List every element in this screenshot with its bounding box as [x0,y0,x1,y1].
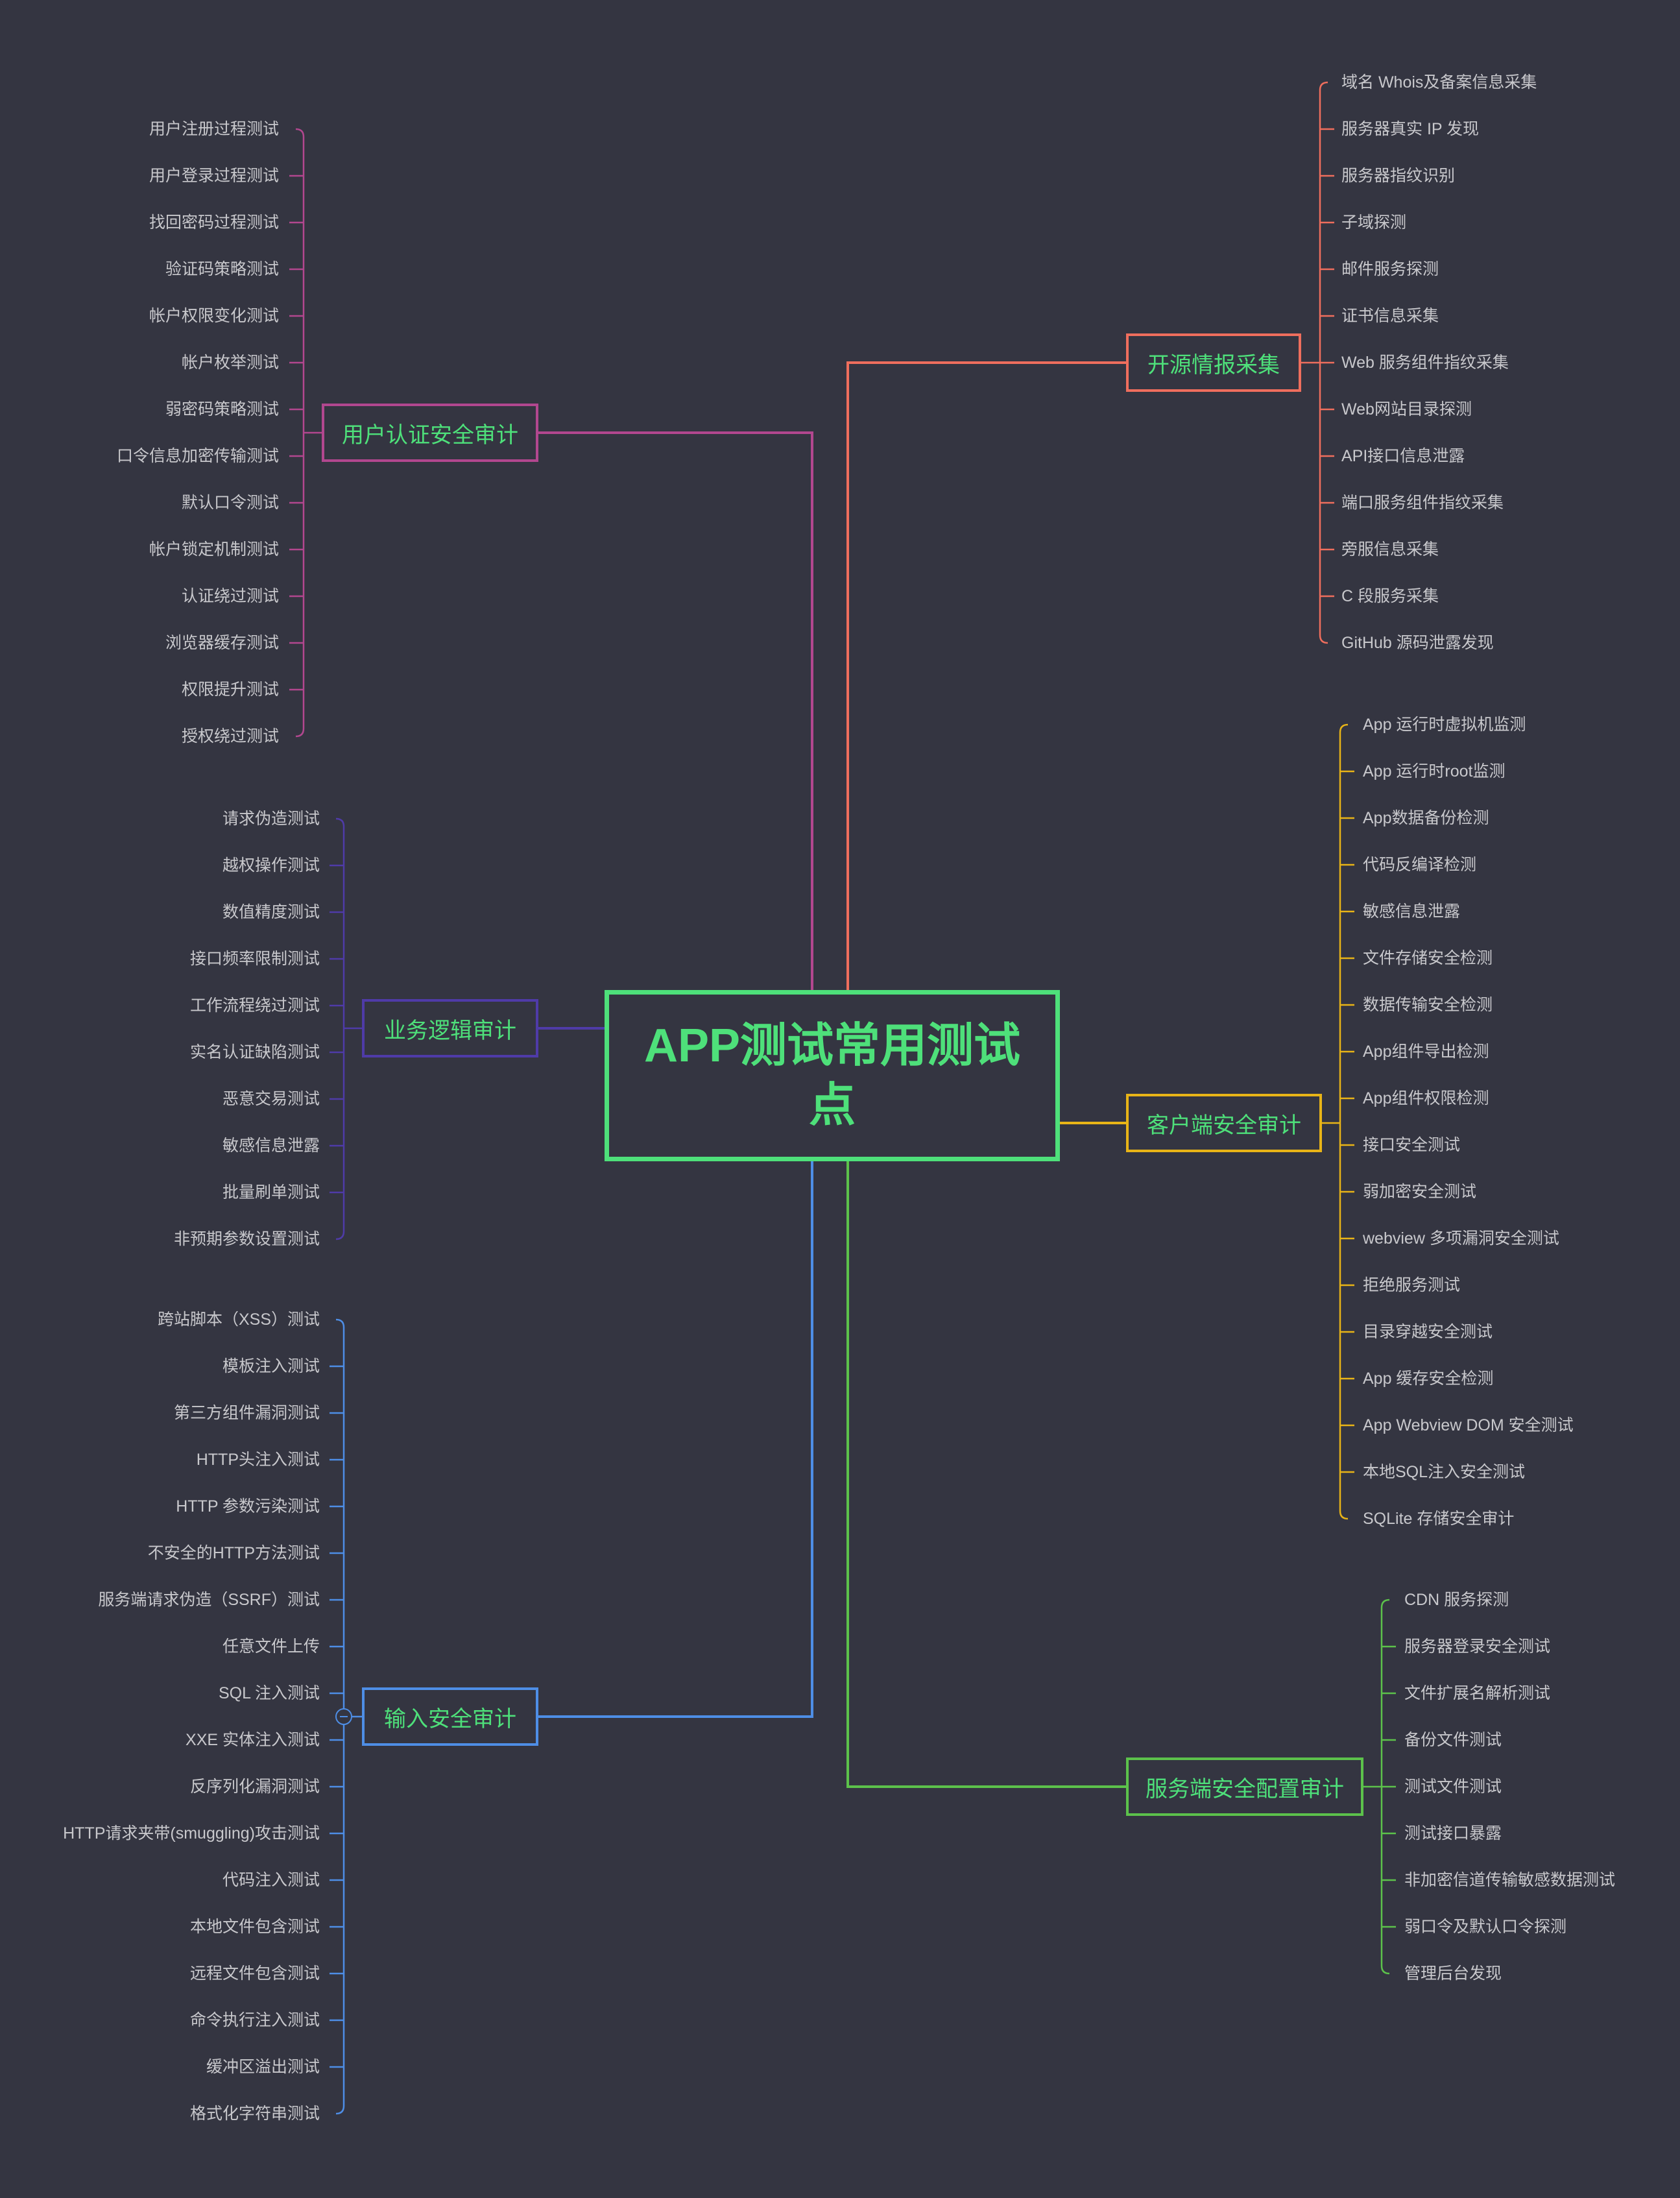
leaf-topic[interactable]: 子域探测 [1341,213,1407,232]
leaf-topic[interactable]: Web网站目录探测 [1341,400,1472,418]
leaf-topic[interactable]: 非预期参数设置测试 [173,1230,320,1248]
leaf-topic[interactable]: 帐户权限变化测试 [149,307,279,325]
leaf-topic[interactable]: 测试接口暴露 [1404,1824,1502,1842]
leaf-topic[interactable]: 缓冲区溢出测试 [206,2058,320,2076]
leaf-topic[interactable]: 证书信息采集 [1341,307,1439,325]
leaf-topic[interactable]: 敏感信息泄露 [1363,902,1461,921]
leaf-topic[interactable]: 批量刷单测试 [222,1183,320,1202]
leaf-topic[interactable]: 跨站脚本（XSS）测试 [157,1310,320,1329]
leaf-topic[interactable]: 数值精度测试 [222,903,320,921]
leaf-topic[interactable]: App组件权限检测 [1363,1089,1489,1107]
leaf-topic[interactable]: 服务端请求伪造（SSRF）测试 [98,1591,320,1609]
leaf-topic[interactable]: 不安全的HTTP方法测试 [147,1544,320,1562]
leaf-topic[interactable]: 代码反编译检测 [1363,856,1477,874]
leaf-topic[interactable]: 越权操作测试 [222,856,320,875]
spine-logic [335,817,345,1240]
leaf-topic[interactable]: App 运行时虚拟机监测 [1363,716,1526,734]
leaf-topic[interactable]: 管理后台发现 [1404,1964,1502,1983]
connector-auth [538,431,813,990]
leaf-topic[interactable]: 弱加密安全测试 [1363,1183,1477,1201]
leaf-topic[interactable]: 远程文件包含测试 [189,1964,320,1983]
leaf-topic[interactable]: 授权绕过测试 [181,727,279,745]
leaf-topic[interactable]: 模板注入测试 [222,1357,320,1375]
leaf-topic[interactable]: 第三方组件漏洞测试 [173,1404,320,1422]
leaf-topic[interactable]: SQLite 存储安全审计 [1363,1510,1515,1528]
leaf-topic[interactable]: App数据备份检测 [1363,809,1489,827]
leaf-topic[interactable]: 数据传输安全检测 [1363,996,1493,1014]
leaf-topic[interactable]: GitHub 源码泄露发现 [1341,634,1494,652]
leaf-topic[interactable]: 弱密码策略测试 [165,400,279,418]
leaf-topic[interactable]: 恶意交易测试 [222,1090,320,1108]
leaf-topic[interactable]: 域名 Whois及备案信息采集 [1341,73,1537,91]
leaf-topic[interactable]: HTTP 参数污染测试 [176,1497,320,1516]
leaf-topic[interactable]: 浏览器缓存测试 [165,634,279,652]
leaf-topic[interactable]: App 运行时root监测 [1363,762,1506,780]
branch-input[interactable]: 输入安全审计 [362,1687,538,1746]
leaf-topic[interactable]: 用户注册过程测试 [149,120,279,138]
leaf-topic[interactable]: 任意文件上传 [222,1637,320,1656]
leaf-topic[interactable]: 目录穿越安全测试 [1363,1323,1493,1341]
leaf-topic[interactable]: 命令执行注入测试 [189,2011,320,2029]
connector-osint [846,361,1126,990]
leaf-topic[interactable]: 文件存储安全检测 [1363,949,1493,967]
branch-logic[interactable]: 业务逻辑审计 [362,999,538,1057]
leaf-topic[interactable]: 反序列化漏洞测试 [189,1778,320,1796]
leaf-topic[interactable]: 敏感信息泄露 [222,1137,320,1155]
leaf-topic[interactable]: 非加密信道传输敏感数据测试 [1404,1871,1616,1889]
branch-osint[interactable]: 开源情报采集 [1126,333,1301,392]
leaf-topic[interactable]: 口令信息加密传输测试 [116,447,279,465]
leaf-topic[interactable]: 服务器真实 IP 发现 [1341,120,1480,138]
leaf-topic[interactable]: XXE 实体注入测试 [186,1731,320,1749]
leaf-topic[interactable]: 弱口令及默认口令探测 [1404,1918,1567,1936]
leaf-topic[interactable]: 工作流程绕过测试 [189,996,320,1015]
leaf-topic[interactable]: 认证绕过测试 [181,587,279,605]
leaf-topic[interactable]: App组件导出检测 [1363,1043,1489,1061]
leaf-topic[interactable]: 服务器登录安全测试 [1404,1637,1551,1656]
connector-server [846,1161,1126,1788]
leaf-topic[interactable]: 拒绝服务测试 [1363,1276,1461,1294]
leaf-topic[interactable]: 端口服务组件指纹采集 [1341,494,1504,512]
spine-auth [295,128,305,738]
leaf-topic[interactable]: 请求伪造测试 [222,810,320,828]
leaf-topic[interactable]: 旁服信息采集 [1341,540,1439,559]
leaf-topic[interactable]: App Webview DOM 安全测试 [1363,1416,1574,1434]
leaf-topic[interactable]: 邮件服务探测 [1341,260,1439,278]
leaf-topic[interactable]: SQL 注入测试 [218,1684,320,1702]
leaf-topic[interactable]: 本地SQL注入安全测试 [1363,1463,1526,1481]
spine-client [1339,723,1349,1520]
leaf-topic[interactable]: 文件扩展名解析测试 [1404,1684,1551,1702]
leaf-topic[interactable]: 接口频率限制测试 [189,950,320,968]
branch-server[interactable]: 服务端安全配置审计 [1126,1757,1363,1816]
leaf-topic[interactable]: HTTP请求夹带(smuggling)攻击测试 [63,1824,320,1842]
leaf-topic[interactable]: 本地文件包含测试 [189,1918,320,1936]
leaf-topic[interactable]: 权限提升测试 [181,681,279,699]
leaf-topic[interactable]: App 缓存安全检测 [1363,1370,1494,1388]
leaf-topic[interactable]: CDN 服务探测 [1404,1591,1509,1609]
branch-client[interactable]: 客户端安全审计 [1126,1094,1322,1152]
leaf-topic[interactable]: 备份文件测试 [1404,1731,1502,1749]
leaf-topic[interactable]: 验证码策略测试 [165,260,279,278]
root-topic[interactable]: APP测试常用测试点 [605,990,1060,1161]
leaf-topic[interactable]: 实名认证缺陷测试 [189,1043,320,1061]
leaf-topic[interactable]: C 段服务采集 [1341,587,1439,605]
leaf-topic[interactable]: 格式化字符串测试 [189,2105,320,2123]
connector-input [538,1161,813,1718]
leaf-topic[interactable]: 找回密码过程测试 [149,213,279,232]
leaf-topic[interactable]: 代码注入测试 [222,1871,320,1889]
leaf-topic[interactable]: 默认口令测试 [181,494,279,512]
leaf-topic[interactable]: 用户登录过程测试 [149,167,279,185]
leaf-topic[interactable]: 帐户枚举测试 [181,354,279,372]
leaf-topic[interactable]: 帐户锁定机制测试 [149,540,279,559]
collapse-icon[interactable] [335,1708,352,1725]
leaf-topic[interactable]: 服务器指纹识别 [1341,167,1456,185]
leaf-topic[interactable]: 测试文件测试 [1404,1778,1502,1796]
leaf-topic[interactable]: webview 多项漏洞安全测试 [1363,1229,1559,1248]
leaf-topic[interactable]: Web 服务组件指纹采集 [1341,354,1509,372]
leaf-topic[interactable]: HTTP头注入测试 [196,1451,320,1469]
leaf-topic[interactable]: 接口安全测试 [1363,1136,1461,1154]
leaf-topic[interactable]: API接口信息泄露 [1341,447,1465,465]
branch-auth[interactable]: 用户认证安全审计 [322,404,538,462]
